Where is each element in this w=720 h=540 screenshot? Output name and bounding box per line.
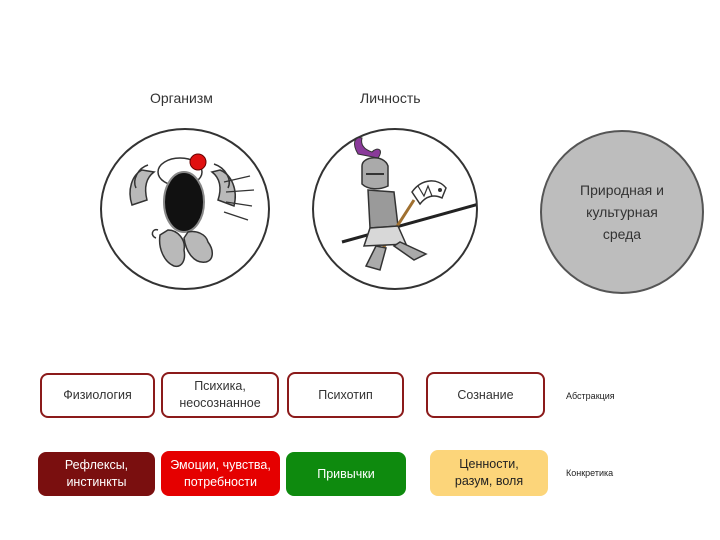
physiology-box: Физиология — [40, 373, 155, 418]
environment-label-line2: культурная — [586, 204, 658, 220]
organism-circle — [100, 128, 270, 290]
box-label-line2: разум, воля — [454, 474, 524, 488]
abstraction-label: Абстракция — [566, 391, 615, 401]
box-label-line2: неосознанное — [179, 396, 261, 410]
environment-circle: Природная и культурная среда — [540, 130, 704, 294]
psychotype-box: Психотип — [287, 372, 404, 418]
psyche-box: Психика, неосознанное — [161, 372, 279, 418]
consciousness-box: Сознание — [426, 372, 545, 418]
box-label-line2: потребности — [184, 474, 257, 489]
box-label-line1: Ценности, — [459, 457, 519, 471]
concrete-label: Конкретика — [566, 468, 614, 478]
box-label: Физиология — [63, 388, 132, 402]
organism-header: Организм — [150, 90, 213, 106]
box-label: Привычки — [317, 466, 375, 481]
box-label-line1: Рефлексы, — [64, 458, 129, 472]
personality-header: Личность — [360, 90, 421, 106]
environment-label-line3: среда — [602, 226, 642, 242]
personality-circle — [312, 128, 478, 290]
habits-box: Привычки — [286, 452, 406, 496]
environment-label-line1: Природная и — [580, 182, 664, 198]
screaming-clown-icon — [129, 153, 255, 268]
box-label-line1: Эмоции, чувства, — [170, 457, 271, 472]
emotions-box: Эмоции, чувства, потребности — [161, 451, 280, 496]
knight-on-hobby-horse-icon — [341, 137, 476, 271]
box-label: Психотип — [318, 387, 373, 402]
box-label: Сознание — [457, 387, 514, 402]
values-box: Ценности, разум, воля — [430, 450, 548, 496]
box-label-line2: инстинкты — [66, 475, 127, 489]
box-label-line1: Психика, — [194, 379, 246, 393]
reflexes-box: Рефлексы, инстинкты — [38, 452, 155, 496]
